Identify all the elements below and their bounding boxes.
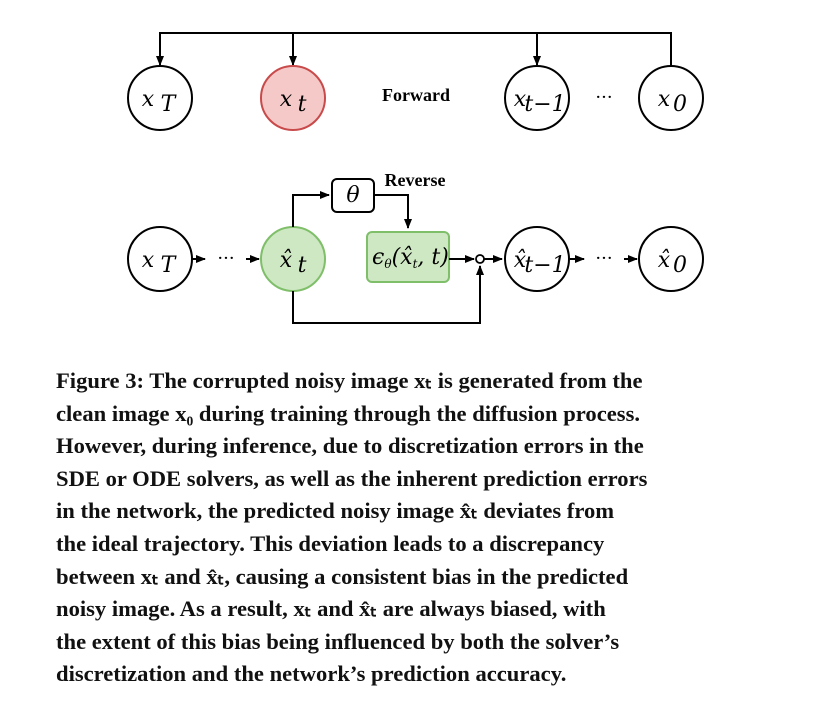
forward-node-xT: x T [127, 65, 193, 131]
caption-line: Figure 3: The corrupted noisy image xₜ i… [56, 368, 643, 393]
svg-text:0: 0 [673, 253, 687, 278]
forward-node-xt: x t [260, 65, 326, 131]
reverse-node-xhat-t-1: x̂ t−1 [504, 226, 570, 292]
reverse-node-xhat-0: x̂ 0 [638, 226, 704, 292]
svg-text:x: x [142, 87, 155, 112]
svg-text:ϵθ(x̂t, t): ϵθ(x̂t, t) [372, 245, 449, 271]
forward-node-x0: x 0 [638, 65, 704, 131]
epsilon-box: ϵθ(x̂t, t) [366, 231, 450, 283]
reverse-node-xhat-t: x̂ t [260, 226, 326, 292]
svg-text:x̂: x̂ [280, 248, 293, 273]
svg-text:x̂: x̂ [514, 248, 527, 273]
svg-text:t: t [298, 253, 307, 278]
forward-ellipsis: ··· [595, 87, 612, 108]
svg-text:t−1: t−1 [524, 92, 565, 117]
svg-text:x̂: x̂ [658, 248, 671, 273]
figure-caption: Figure 3: The corrupted noisy image xₜ i… [56, 365, 786, 691]
caption-line: SDE or ODE solvers, as well as the inher… [56, 465, 648, 491]
forward-bus [156, 32, 672, 67]
reverse-ellipsis-left: ··· [217, 248, 234, 269]
svg-text:x: x [514, 87, 527, 112]
caption-line: the ideal trajectory. This deviation lea… [56, 530, 605, 556]
reverse-label: Reverse [385, 170, 446, 190]
sum-node [475, 254, 485, 264]
diffusion-diagram: x T x t Forward x t−1 ··· x 0 x T ··· x̂… [127, 32, 704, 324]
caption-line: the extent of this bias being influenced… [56, 628, 620, 654]
svg-text:T: T [161, 92, 178, 117]
forward-node-xt-circle [260, 65, 326, 131]
svg-text:x: x [142, 248, 155, 273]
caption-line: in the network, the predicted noisy imag… [56, 498, 615, 524]
svg-text:x: x [280, 87, 293, 112]
svg-text:t: t [298, 92, 307, 117]
theta-box: θ [331, 178, 375, 213]
forward-label: Forward [382, 85, 450, 105]
svg-text:t−1: t−1 [524, 253, 565, 278]
reverse-node-xT: x T [127, 226, 193, 292]
svg-text:T: T [161, 253, 178, 278]
svg-text:0: 0 [673, 92, 687, 117]
caption-line: between xₜ and x̂ₜ, causing a consistent… [56, 563, 629, 589]
caption-line: noisy image. As a result, xₜ and x̂ₜ are… [56, 596, 606, 622]
caption-line: However, during inference, due to discre… [56, 433, 644, 459]
caption-line: discretization and the network’s predict… [56, 661, 567, 687]
svg-text:θ: θ [346, 183, 359, 208]
reverse-ellipsis-right: ··· [595, 248, 612, 269]
forward-node-xt-1: x t−1 [504, 65, 570, 131]
svg-text:x: x [658, 87, 671, 112]
caption-line: clean image x₀ during training through t… [56, 400, 641, 426]
